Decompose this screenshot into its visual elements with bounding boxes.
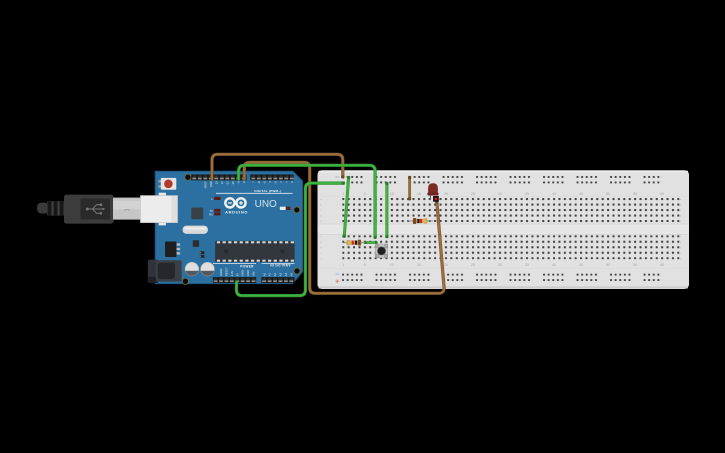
svg-text:g: g — [680, 240, 682, 244]
svg-text:5V: 5V — [235, 273, 239, 276]
svg-text:A1: A1 — [268, 272, 272, 276]
svg-text:b: b — [680, 203, 682, 207]
svg-text:i: i — [680, 251, 681, 255]
svg-text:h: h — [680, 245, 682, 249]
svg-text:10: 10 — [390, 192, 394, 196]
svg-text:15: 15 — [417, 263, 421, 267]
svg-text:~6: ~6 — [257, 181, 261, 185]
svg-text:55: 55 — [633, 263, 637, 267]
svg-text:7: 7 — [251, 181, 255, 183]
svg-text:50: 50 — [606, 192, 610, 196]
svg-text:1: 1 — [284, 181, 288, 183]
svg-text:TX: TX — [209, 209, 213, 213]
svg-text:AREF: AREF — [203, 181, 207, 189]
svg-text:60: 60 — [660, 263, 664, 267]
svg-text:A0: A0 — [262, 272, 266, 276]
svg-text:55: 55 — [633, 192, 637, 196]
svg-text:~5: ~5 — [262, 181, 266, 185]
svg-text:d: d — [320, 214, 322, 218]
svg-text:i: i — [321, 251, 322, 255]
svg-text:c: c — [680, 208, 682, 212]
svg-text:20: 20 — [444, 263, 448, 267]
svg-text:L: L — [211, 197, 213, 201]
svg-text:GND: GND — [209, 181, 213, 187]
svg-text:ARDUINO: ARDUINO — [225, 210, 248, 215]
svg-text:h: h — [320, 245, 322, 249]
svg-text:12: 12 — [220, 181, 224, 184]
svg-text:35: 35 — [525, 263, 529, 267]
svg-text:40: 40 — [552, 263, 556, 267]
svg-text:RESET: RESET — [225, 267, 229, 276]
svg-text:13: 13 — [214, 181, 218, 184]
svg-text:a: a — [680, 197, 682, 201]
svg-text:0: 0 — [290, 181, 294, 183]
svg-text:DIGITAL (PWM~): DIGITAL (PWM~) — [254, 189, 281, 193]
svg-text:~9: ~9 — [236, 181, 240, 185]
svg-text:45: 45 — [579, 192, 583, 196]
svg-text:~11: ~11 — [225, 181, 229, 186]
svg-text:30: 30 — [498, 263, 502, 267]
svg-text:~3: ~3 — [273, 181, 277, 185]
svg-text:f: f — [680, 234, 681, 238]
svg-text:5: 5 — [364, 263, 366, 267]
svg-text:60: 60 — [660, 192, 664, 196]
svg-text:f: f — [321, 234, 322, 238]
svg-text:5: 5 — [364, 192, 366, 196]
svg-text:1: 1 — [342, 192, 344, 196]
svg-text:45: 45 — [579, 263, 583, 267]
svg-text:1: 1 — [342, 263, 344, 267]
svg-text:UNO: UNO — [255, 199, 277, 210]
svg-text:25: 25 — [471, 263, 475, 267]
svg-text:e: e — [320, 219, 322, 223]
svg-text:50: 50 — [606, 263, 610, 267]
svg-text:j: j — [320, 256, 322, 260]
svg-text:A4: A4 — [284, 272, 288, 276]
svg-text:40: 40 — [552, 192, 556, 196]
svg-text:j: j — [679, 256, 681, 260]
svg-text:IOREF: IOREF — [219, 268, 223, 277]
svg-text:A2: A2 — [273, 272, 277, 276]
svg-text:POWER: POWER — [240, 265, 254, 269]
svg-text:d: d — [680, 214, 682, 218]
svg-text:GND: GND — [246, 270, 250, 276]
svg-text:e: e — [680, 219, 682, 223]
svg-text:30: 30 — [498, 192, 502, 196]
svg-text:35: 35 — [525, 192, 529, 196]
svg-text:10: 10 — [390, 263, 394, 267]
svg-text:8: 8 — [242, 181, 246, 183]
svg-text:c: c — [320, 208, 322, 212]
svg-text:ANALOG IN: ANALOG IN — [270, 263, 291, 267]
svg-text:4: 4 — [268, 181, 272, 183]
svg-text:20: 20 — [444, 192, 448, 196]
svg-text:~10: ~10 — [231, 181, 235, 186]
svg-text:3.3V: 3.3V — [230, 270, 234, 276]
svg-text:g: g — [320, 240, 322, 244]
svg-text:GND: GND — [241, 270, 245, 276]
svg-text:15: 15 — [417, 192, 421, 196]
svg-text:2: 2 — [279, 181, 283, 183]
svg-text:A5: A5 — [289, 272, 293, 276]
svg-text:RX: RX — [209, 212, 213, 216]
svg-text:VIN: VIN — [252, 272, 256, 277]
svg-text:A3: A3 — [279, 272, 283, 276]
svg-text:b: b — [320, 203, 322, 207]
svg-text:a: a — [320, 197, 322, 201]
svg-text:25: 25 — [471, 192, 475, 196]
